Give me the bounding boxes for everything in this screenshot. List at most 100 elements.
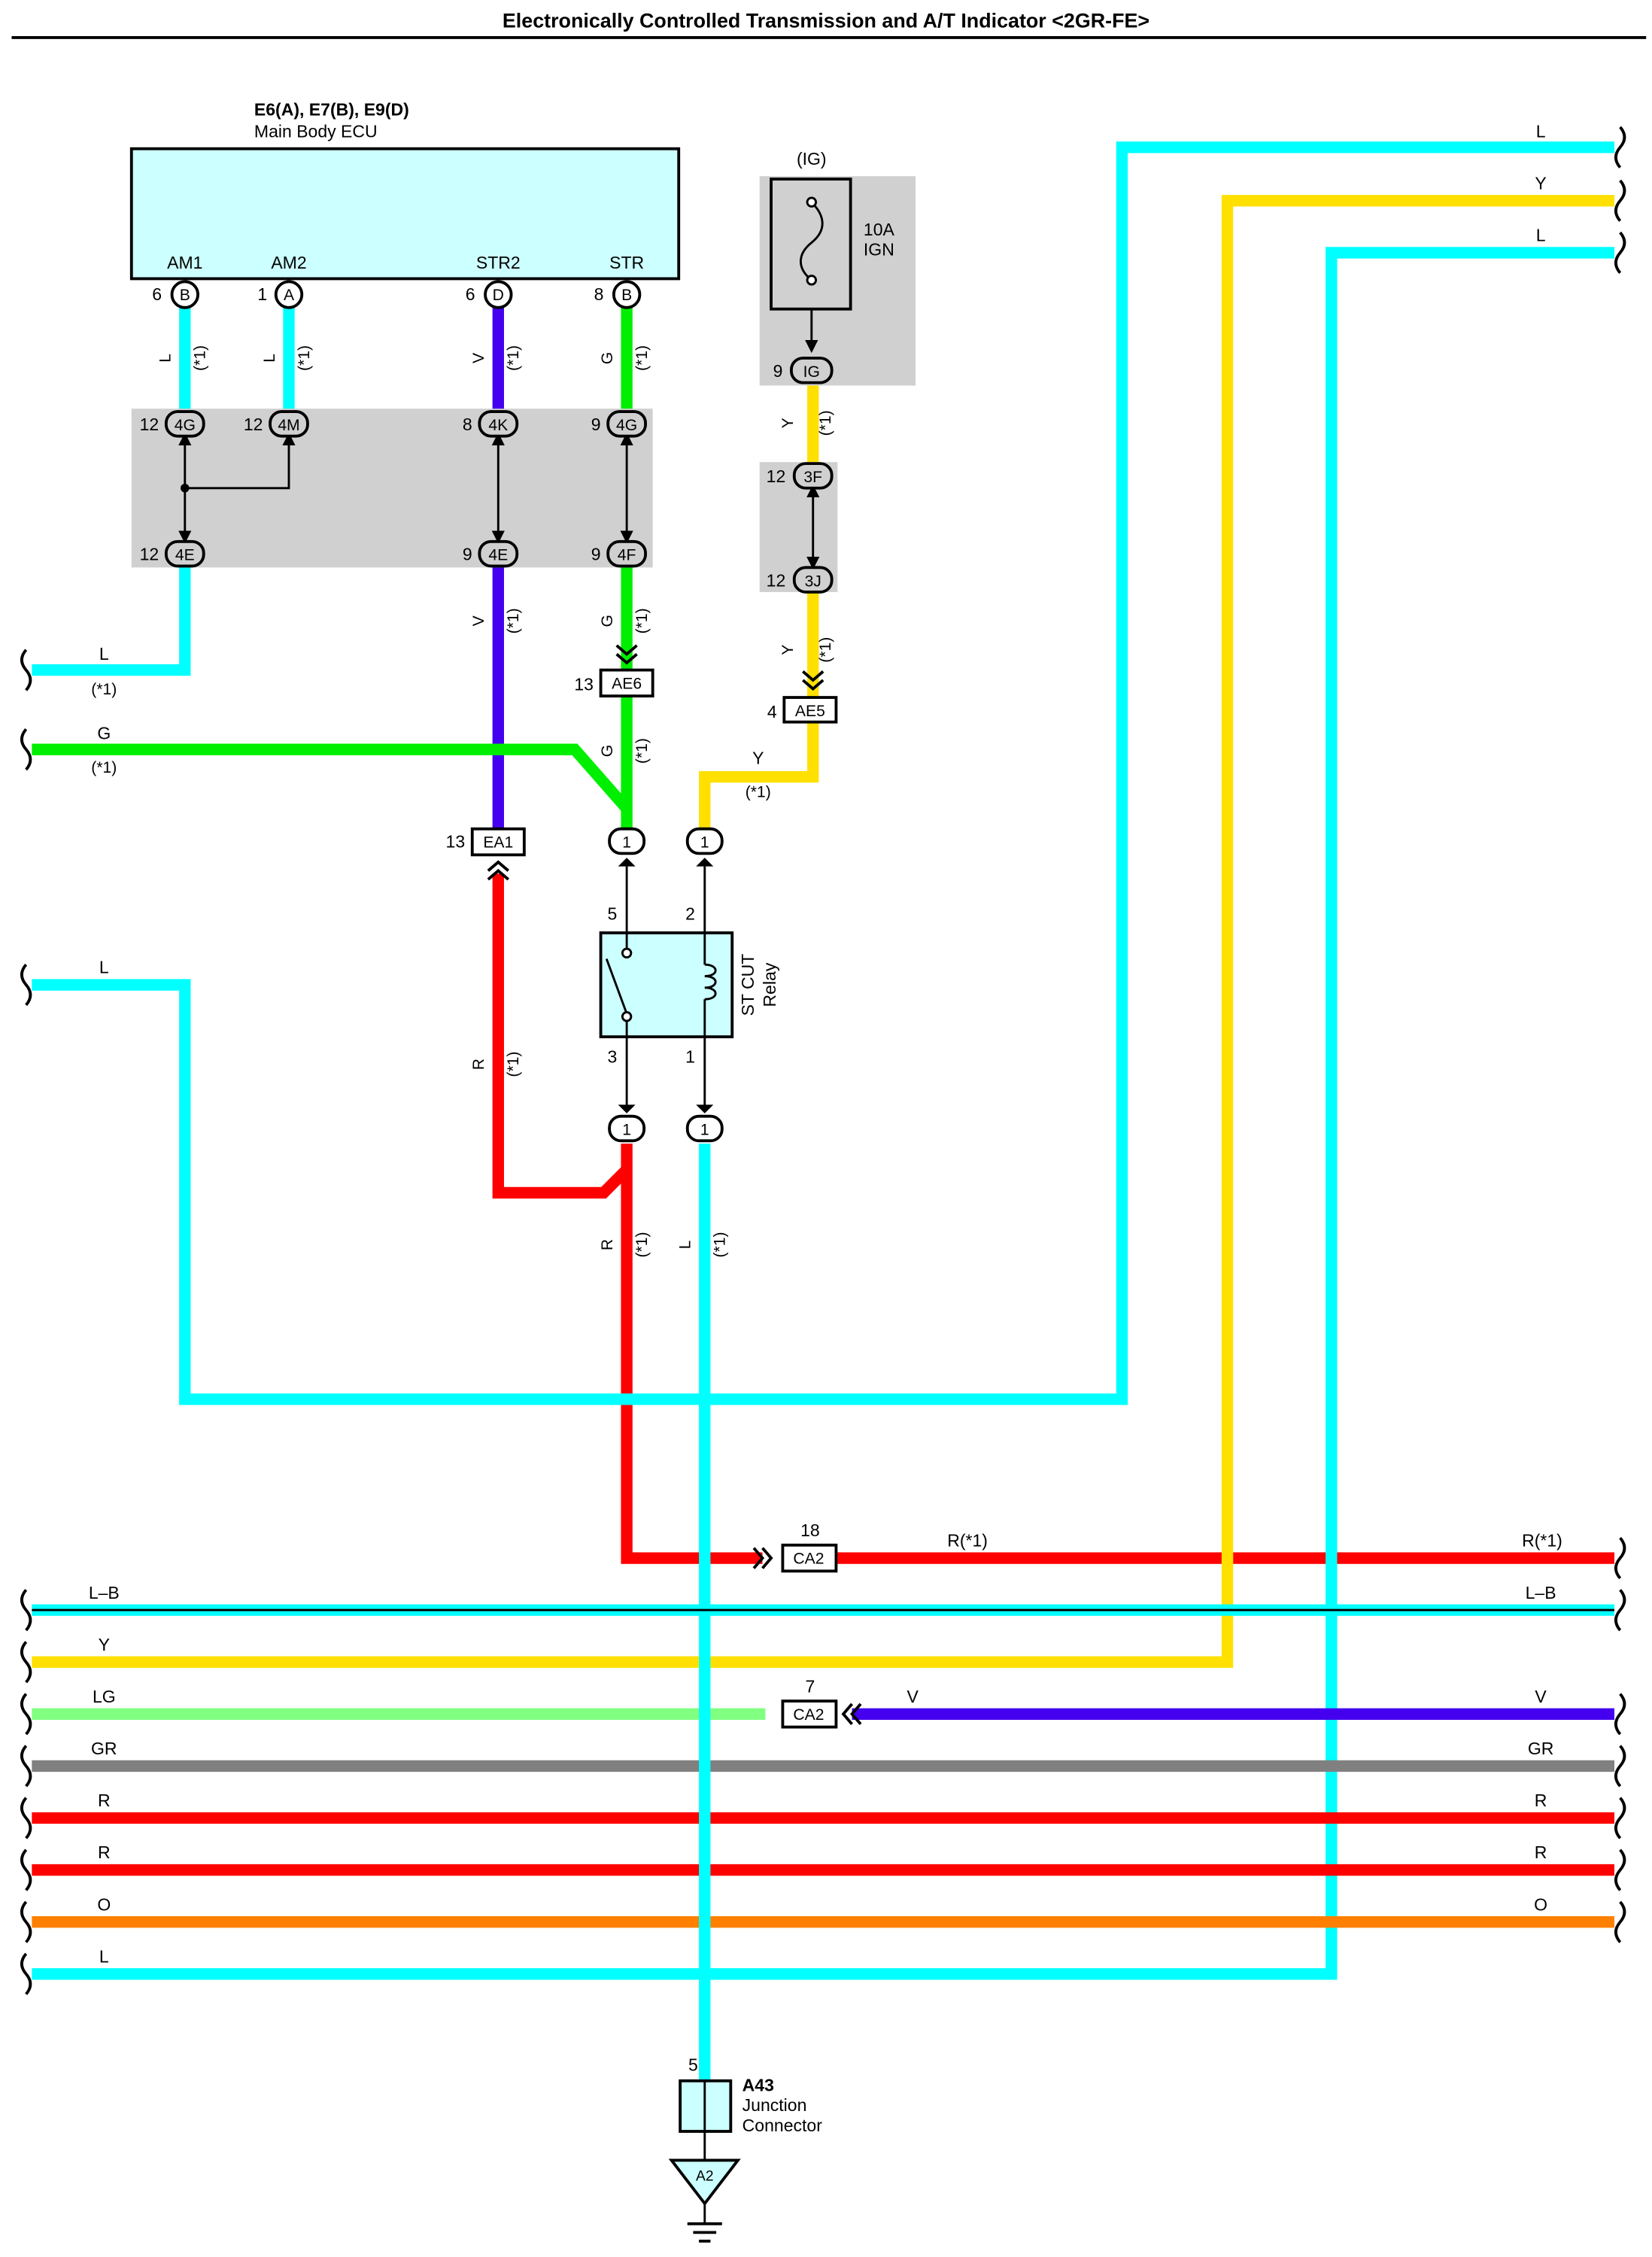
bus-label-left: LG: [93, 1687, 116, 1706]
bus-label-left: L: [99, 1946, 109, 1966]
fuse-header: (IG): [797, 149, 827, 169]
junction-block-2: 12 3F 12 3J: [759, 462, 838, 594]
wire-label-l-left: L: [99, 644, 109, 664]
wire-label: G: [599, 615, 616, 627]
ecu-pin-str2: 6 D: [466, 280, 513, 309]
wire-y-right: [32, 195, 1614, 1668]
ground-point-icon: [668, 2158, 741, 2207]
fuse-box-bg: [759, 176, 916, 386]
wire-color-label: L: [261, 354, 278, 363]
connector-label: CA2: [793, 1551, 824, 1568]
wire-label-g-left: G: [97, 724, 111, 743]
fuse-rating: 10A: [864, 220, 895, 239]
wire-note: (*1): [633, 738, 651, 764]
relay-name-line2: Relay: [760, 962, 779, 1007]
break-right-icon: [1614, 231, 1626, 275]
bus-label-right: L–B: [1526, 1583, 1556, 1602]
relay-body: [599, 931, 734, 1039]
pin-number: 9: [463, 545, 472, 564]
ecu-terminal-str: STR: [609, 253, 644, 272]
wire-y-relay: [699, 721, 819, 829]
pin-conn: D: [493, 287, 504, 304]
connector-ca2-top: 18 CA2: [752, 1520, 838, 1573]
bus-labels: L–B L–B Y LG V GR GR R R R R O O L: [89, 1583, 1556, 1967]
pin-number: 8: [463, 415, 472, 434]
jb2-pin-3f: [792, 462, 834, 490]
fuse-pin-ig: [790, 357, 834, 384]
wire-label-r-ca2: R(*1): [947, 1531, 988, 1551]
wire-note: (*1): [817, 637, 834, 663]
jb-pin-4g: [164, 410, 205, 438]
break-right-icon: [1614, 1745, 1626, 1788]
pin-conn: B: [180, 287, 190, 304]
wire-label-v-ca2: V: [906, 1687, 919, 1706]
break-left-icon: [20, 1641, 32, 1684]
wire-label: Y: [779, 645, 797, 655]
main-body-ecu: E6(A), E7(B), E9(D) Main Body ECU AM1 AM…: [129, 100, 681, 281]
pin-conn: 1: [700, 1122, 709, 1139]
ecu-pin-str: 8 B: [594, 280, 642, 309]
break-right-icon: [1614, 126, 1626, 169]
ecu-box: [129, 147, 681, 281]
ecu-pin-am1: 6 B: [152, 280, 199, 309]
break-left-icon: [20, 728, 32, 771]
wire-note: (*1): [746, 784, 771, 801]
pin-number: 9: [591, 415, 601, 434]
pin-conn: IG: [803, 363, 820, 381]
break-marks: [20, 126, 1626, 1995]
pin-conn: 4G: [616, 417, 637, 434]
wire-label: Y: [779, 418, 797, 428]
ecu-wire-labels: L (*1) L (*1) V (*1) G (*1): [157, 345, 651, 371]
fuse-name: IGN: [864, 240, 894, 260]
pin-conn: 1: [622, 834, 631, 852]
pin-number: 18: [800, 1520, 820, 1540]
relay-conn-top-right: [685, 827, 724, 855]
jb2-pin-3j: [792, 566, 834, 594]
ecu-terminal-am1: AM1: [167, 253, 202, 272]
connector-label: AE6: [612, 676, 642, 693]
wire-color-label: G: [599, 352, 616, 364]
junction-line2: Connector: [742, 2116, 823, 2135]
pin-number: 6: [466, 284, 475, 304]
ecu-pin-am2: 1 A: [257, 280, 304, 309]
junction-block-1: 12 4G 12 4M 8 4K 9 4G 12 4E 9 4E 9 4F: [131, 409, 653, 568]
ecu-terminal-str2: STR2: [476, 253, 521, 272]
pin-conn: B: [621, 287, 632, 304]
wire-l-left-top: [32, 566, 191, 676]
break-right-icon: [1614, 1588, 1626, 1632]
pin-number: 12: [140, 415, 159, 434]
wire-label: R: [599, 1239, 616, 1250]
connector-label: EA1: [483, 834, 513, 852]
pin-number: 9: [591, 545, 601, 564]
wire-note-g-left: (*1): [91, 759, 117, 776]
wire-note-label: (*1): [633, 345, 651, 371]
relay-pin-2: 2: [685, 904, 695, 924]
pin-conn: 1: [622, 1122, 631, 1139]
pin-number: 12: [767, 466, 786, 486]
wire-l-right: [32, 247, 1614, 1980]
wire-l-loop: [32, 141, 1614, 1405]
break-right-icon: [1614, 1848, 1626, 1891]
connector-ae6: 13 AE6: [574, 644, 654, 698]
ecu-pins: 6 B 1 A 6 D 8 B: [152, 280, 642, 309]
wire-note: (*1): [505, 1052, 522, 1077]
break-right-icon: [1614, 1900, 1626, 1943]
wire-note-label: (*1): [296, 345, 313, 371]
junction-line1: Junction: [742, 2095, 807, 2115]
wire-note: (*1): [633, 1232, 651, 1258]
bus-label-left: R: [98, 1791, 111, 1810]
break-left-icon: [20, 1848, 32, 1891]
page-title: Electronically Controlled Transmission a…: [503, 9, 1149, 32]
bus-label-left: GR: [91, 1739, 117, 1758]
break-left-icon: [20, 1693, 32, 1736]
wire-note: (*1): [633, 608, 651, 633]
bus-label-left: O: [97, 1894, 111, 1914]
bus-label-right: V: [1535, 1687, 1547, 1706]
pin-conn: 4F: [618, 547, 636, 564]
break-right-icon: [1614, 1797, 1626, 1839]
relay-coil-icon: [704, 963, 717, 1001]
break-left-icon: [20, 649, 32, 691]
pin-conn: 1: [700, 834, 709, 852]
wires: [32, 141, 1614, 2079]
break-right-icon: [1614, 1693, 1626, 1736]
